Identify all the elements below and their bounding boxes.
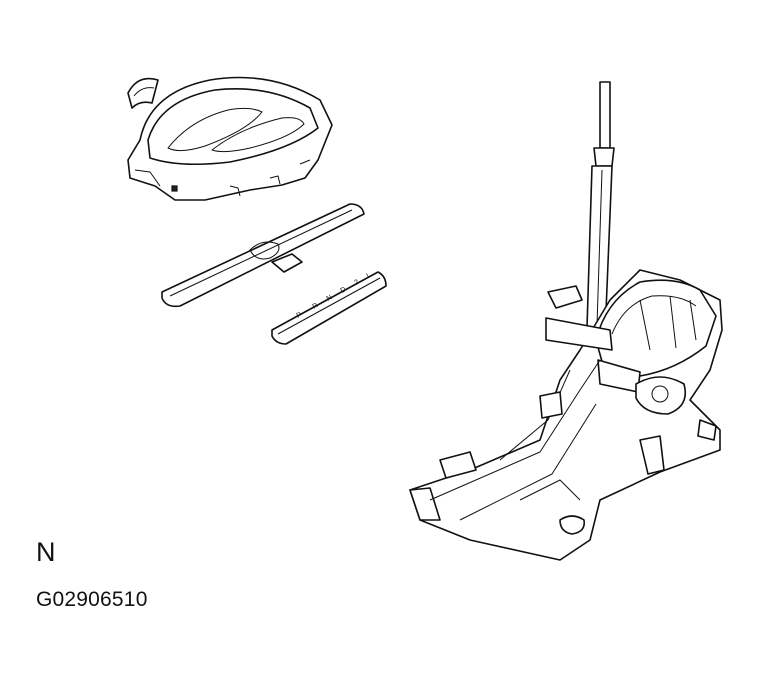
indicator-position-r: R — [312, 302, 320, 311]
figure-code-label: G02906510 — [36, 588, 148, 611]
view-marker-label: N — [36, 537, 56, 567]
shift-button-part — [127, 77, 159, 109]
gear-indicator-plate: P R N D 2 L — [271, 271, 387, 345]
shift-bezel-housing — [127, 76, 333, 201]
slide-plate — [161, 203, 365, 308]
indicator-position-d: D — [340, 286, 348, 295]
indicator-position-p: P — [296, 311, 304, 320]
indicator-position-2: 2 — [354, 279, 361, 287]
indicator-position-l: L — [366, 272, 373, 280]
shifter-base-assembly — [409, 269, 723, 561]
indicator-position-n: N — [326, 294, 334, 303]
